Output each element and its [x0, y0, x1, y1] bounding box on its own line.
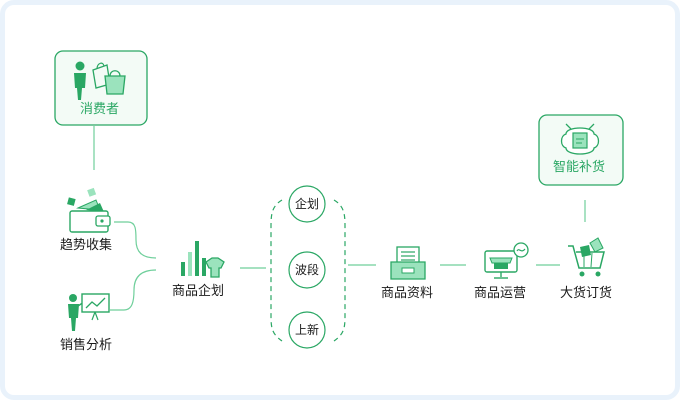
shopping-cart-icon: [568, 237, 605, 277]
operation-label: 商品运营: [474, 286, 527, 301]
order-label: 大货订货: [560, 286, 613, 301]
replenish-label: 智能补货: [553, 160, 606, 175]
document-tray-icon: [390, 246, 426, 280]
stages-bracket: [270, 199, 346, 342]
stage-circle-3: [288, 311, 326, 349]
shopper-icon: [74, 61, 126, 100]
data-label: 商品资料: [381, 286, 434, 301]
bar-chart-shirt-icon: [181, 241, 225, 278]
storefront-monitor-icon: [484, 242, 529, 279]
presenter-icon: [68, 293, 110, 331]
stage-label-2: 波段: [295, 263, 320, 277]
planning-label: 商品企划: [172, 284, 225, 299]
robot-box-icon: [560, 123, 600, 155]
stage-label-1: 企划: [295, 197, 320, 211]
wallet-icon: [67, 187, 111, 233]
connector-trend-merge: [114, 221, 157, 259]
sales-label: 销售分析: [60, 338, 113, 353]
consumer-label: 消费者: [80, 102, 120, 117]
stage-circle-2: [288, 251, 326, 289]
connector-sales-merge: [110, 269, 157, 311]
connectors: [93, 126, 586, 311]
stage-label-3: 上新: [295, 323, 320, 337]
stage-circle-1: [288, 185, 326, 223]
trend-label: 趋势收集: [60, 238, 113, 253]
